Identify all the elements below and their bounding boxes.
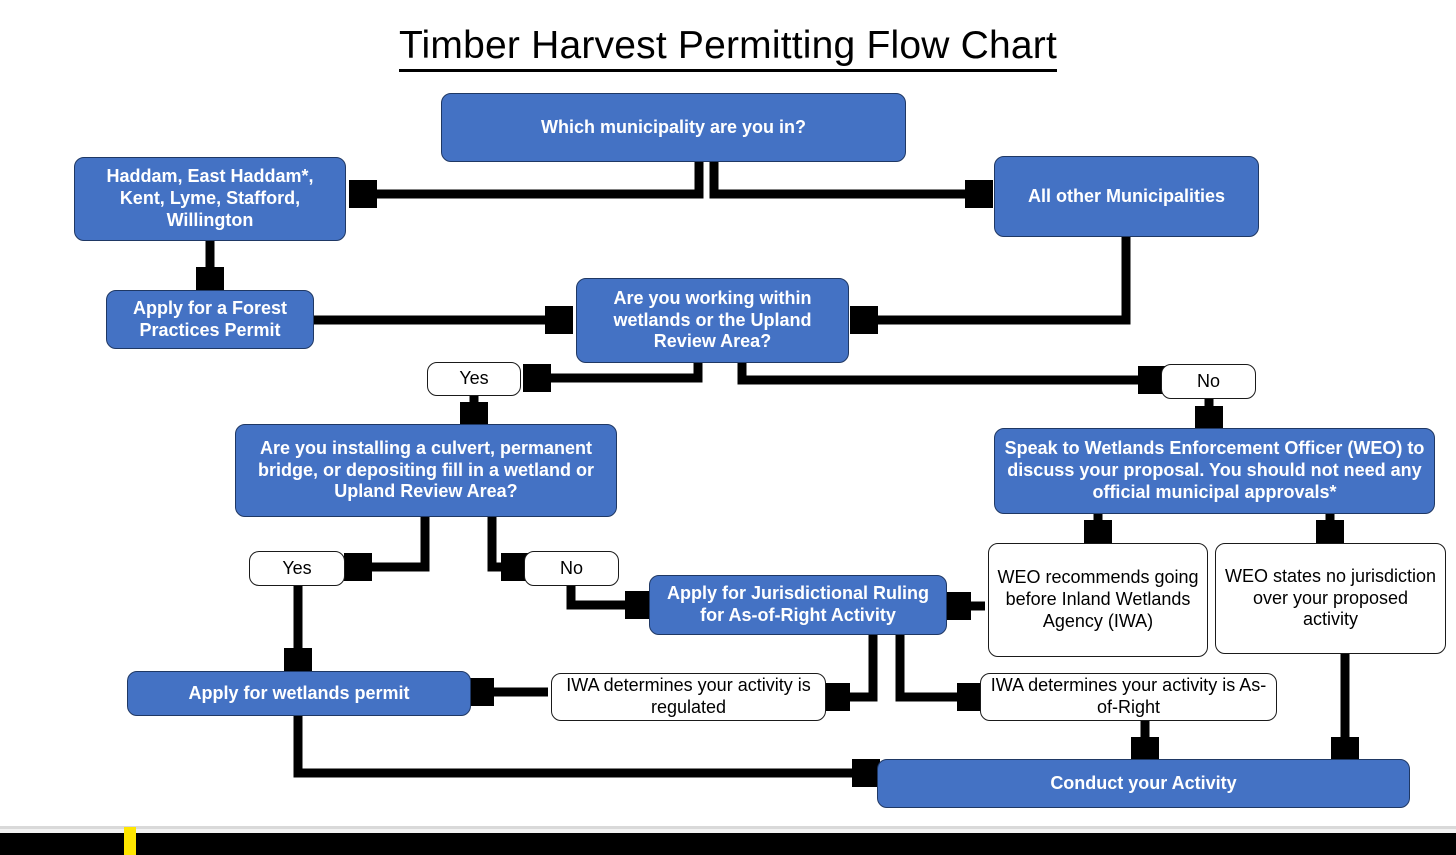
node-label: No [559,557,583,578]
node-label: Speak to Wetlands Enforcement Officer (W… [1004,438,1425,502]
node-label: Apply for a Forest Practices Permit [132,297,288,340]
node-label: Are you working within wetlands or the U… [613,287,812,352]
node-wetlands-yes[interactable]: Yes [427,362,521,396]
node-culvert-no[interactable]: No [524,551,619,586]
node-other-municipalities[interactable]: All other Municipalities [994,156,1259,237]
page-title: Timber Harvest Permitting Flow Chart [0,24,1456,72]
node-culvert-question[interactable]: Are you installing a culvert, permanent … [235,424,617,517]
node-weo-speak[interactable]: Speak to Wetlands Enforcement Officer (W… [994,428,1435,514]
footer-progress-marker[interactable] [124,827,136,855]
node-forest-practices-permit[interactable]: Apply for a Forest Practices Permit [106,290,314,349]
node-label: Haddam, East Haddam*, Kent, Lyme, Staffo… [106,166,314,230]
node-label: Which municipality are you in? [540,116,807,137]
node-wetlands-question[interactable]: Are you working within wetlands or the U… [576,278,849,363]
node-label: WEO recommends going before Inland Wetla… [997,567,1199,631]
page-title-text: Timber Harvest Permitting Flow Chart [398,25,1058,72]
node-label: Are you installing a culvert, permanent … [257,437,594,502]
node-jurisdictional-ruling[interactable]: Apply for Jurisdictional Ruling for As-o… [649,575,947,635]
node-weo-no-jurisdiction[interactable]: WEO states no jurisdiction over your pro… [1215,543,1446,654]
node-weo-recommends[interactable]: WEO recommends going before Inland Wetla… [988,543,1208,657]
node-wetlands-permit[interactable]: Apply for wetlands permit [127,671,471,716]
node-label: Yes [282,557,312,578]
node-wetlands-no[interactable]: No [1161,364,1256,399]
node-label: WEO states no jurisdiction over your pro… [1224,565,1437,630]
node-label: IWA determines your activity is As-of-Ri… [990,675,1267,717]
node-label: Yes [459,368,489,389]
node-label: Conduct your Activity [1050,772,1237,793]
footer-divider-secondary [0,829,1456,833]
node-listed-municipalities[interactable]: Haddam, East Haddam*, Kent, Lyme, Staffo… [74,157,346,241]
node-municipality-question[interactable]: Which municipality are you in? [441,93,906,162]
node-label: Apply for Jurisdictional Ruling for As-o… [666,583,929,625]
node-label: Apply for wetlands permit [188,682,410,703]
footer-divider [0,826,1456,829]
node-iwa-as-of-right[interactable]: IWA determines your activity is As-of-Ri… [980,673,1277,721]
node-conduct-activity[interactable]: Conduct your Activity [877,759,1410,808]
node-label: IWA determines your activity is regulate… [566,675,811,717]
footer-bar [0,833,1456,855]
node-label: No [1196,370,1220,391]
node-label: All other Municipalities [1027,185,1226,206]
node-culvert-yes[interactable]: Yes [249,551,345,586]
node-iwa-regulated[interactable]: IWA determines your activity is regulate… [551,673,826,721]
